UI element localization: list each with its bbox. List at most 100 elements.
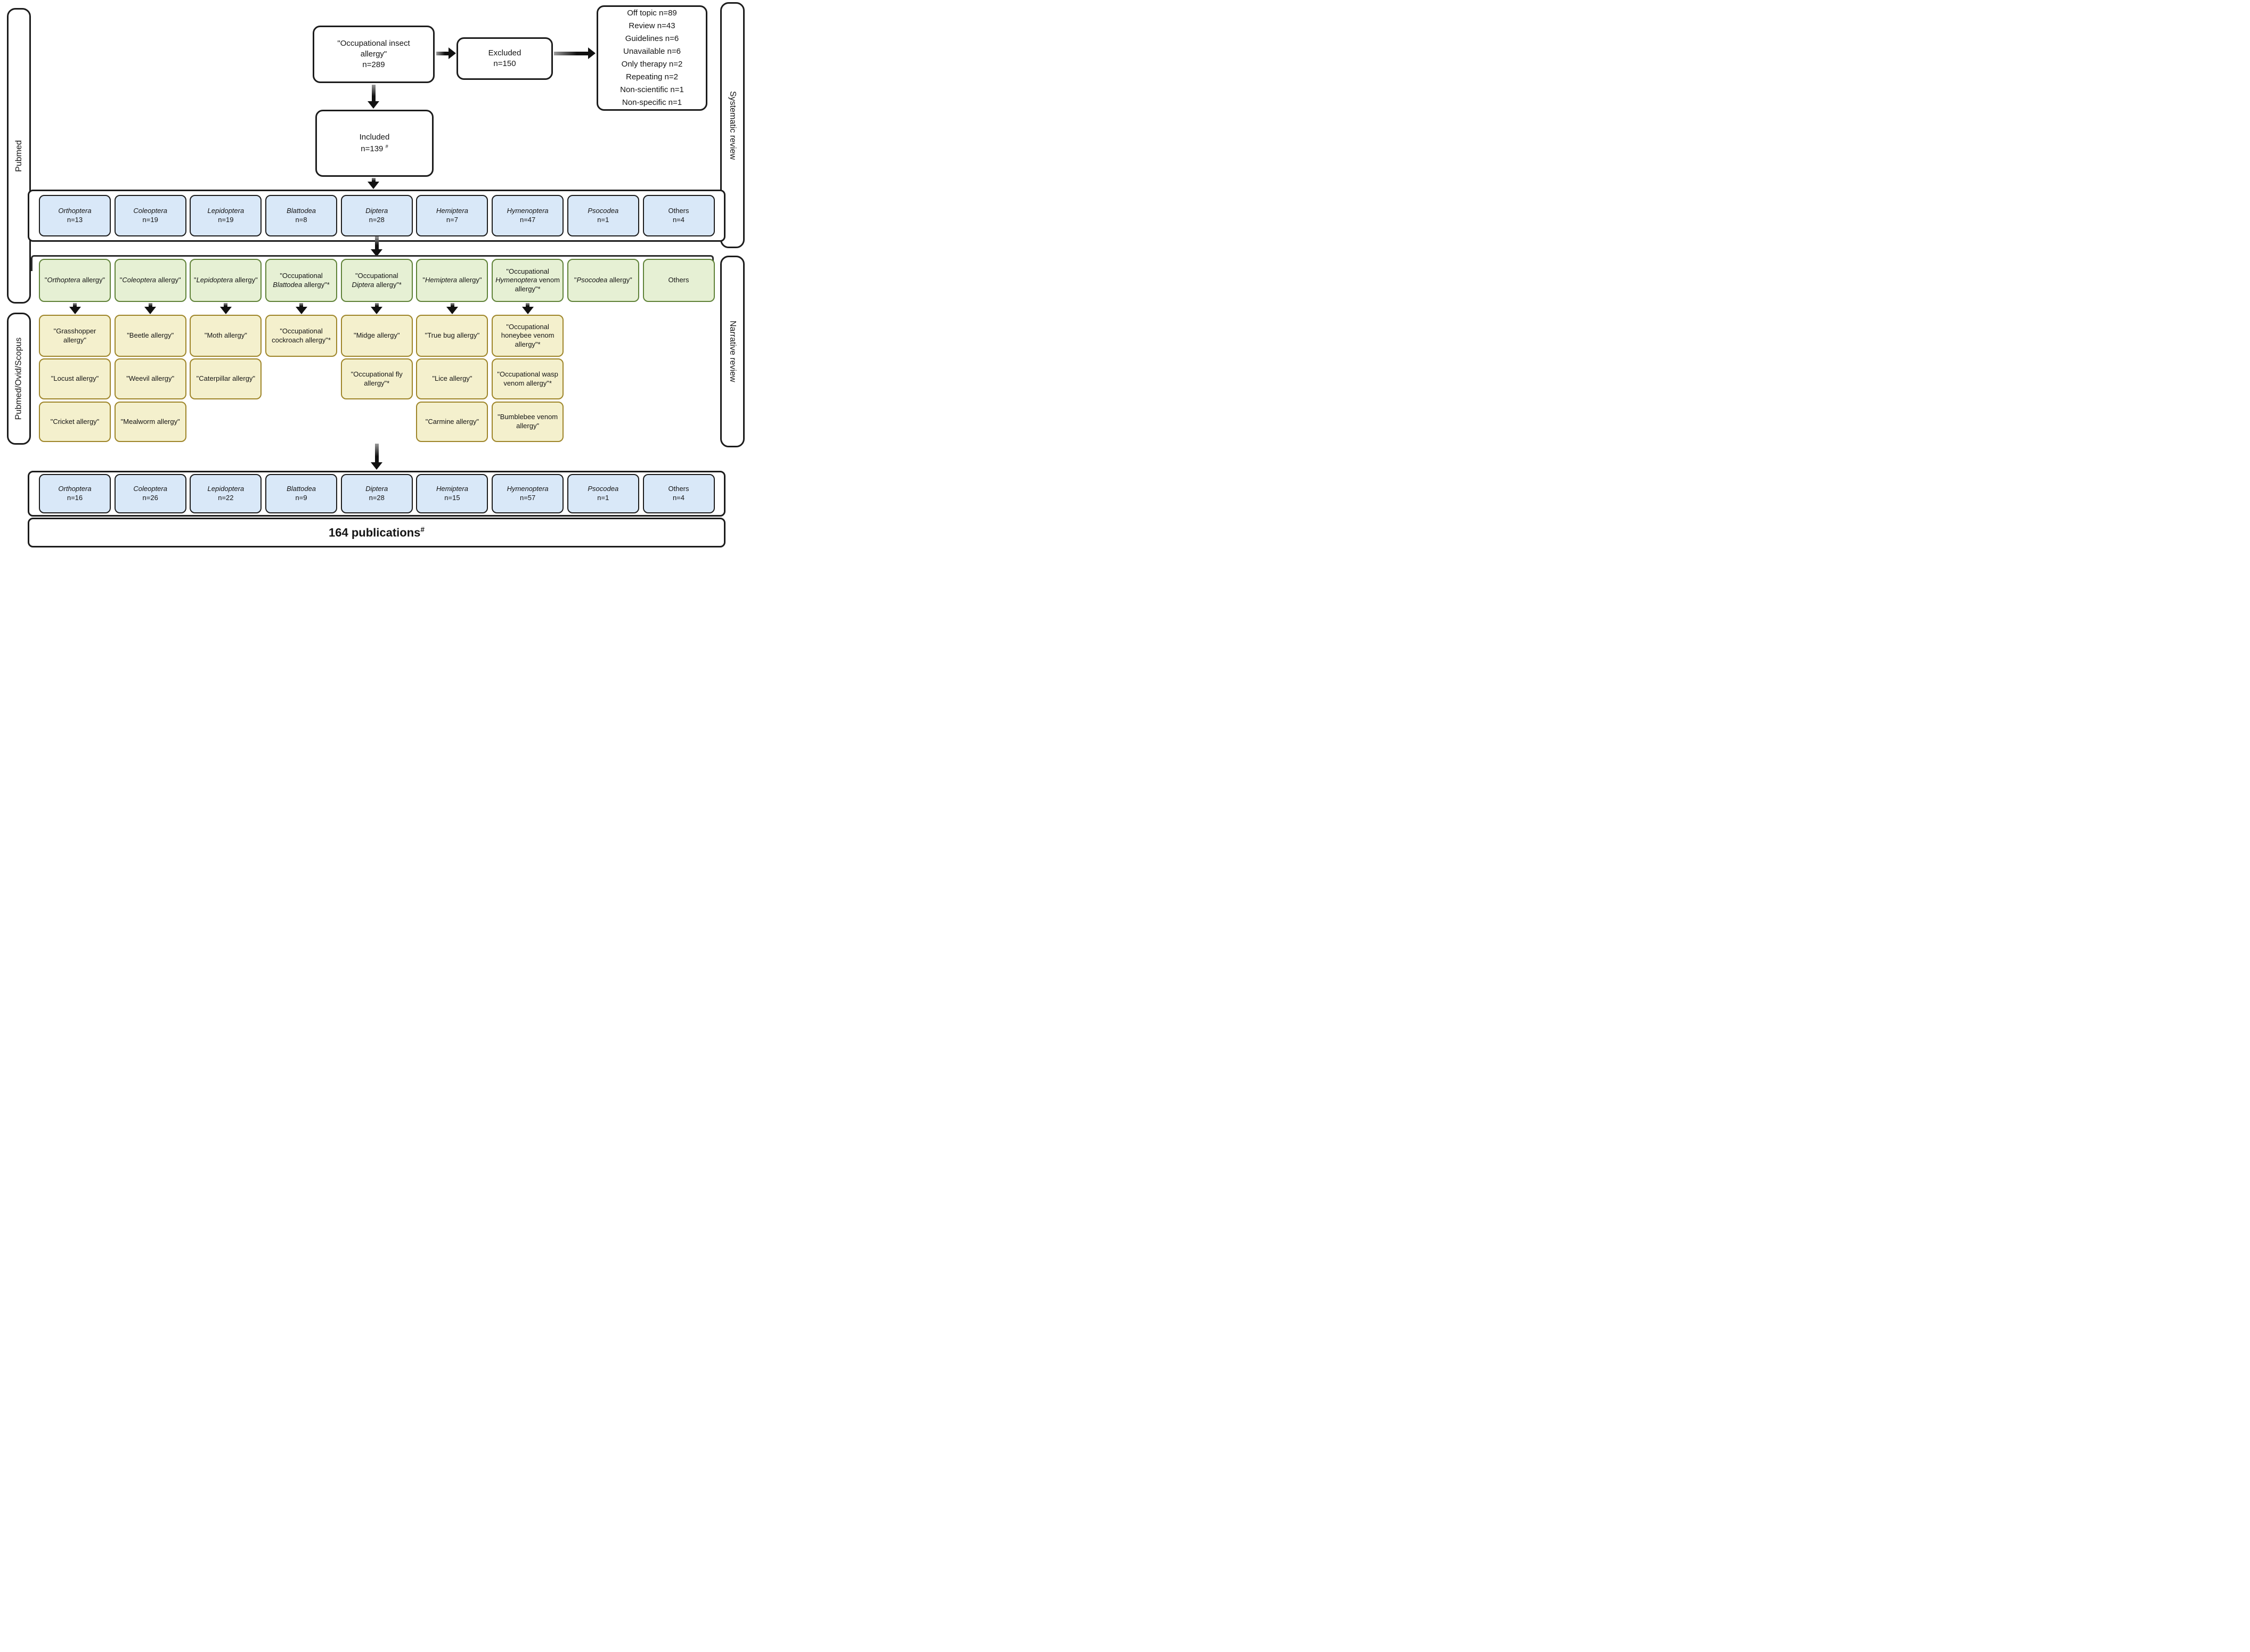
- side-label-narrative-review-text: Narrative review: [728, 321, 737, 382]
- exclusion-reason-line: Non-specific n=1: [622, 98, 682, 107]
- side-label-pubmed: Pubmed: [7, 8, 31, 304]
- exclusion-reason-line: Only therapy n=2: [621, 60, 683, 69]
- subterm-box: "Occupational honeybee venom allergy"*: [492, 315, 564, 357]
- subterm-box: "Locust allergy": [39, 358, 111, 399]
- arrow-term-to-subterm-hemiptera: [446, 303, 458, 314]
- total-publications-sup: #: [420, 525, 425, 534]
- subterms-row-1: "Grasshopper allergy""Beetle allergy""Mo…: [28, 315, 725, 357]
- subterms-row-2: "Locust allergy""Weevil allergy""Caterpi…: [28, 358, 725, 399]
- side-label-pubmed-ovid-scopus: Pubmed/Ovid/Scopus: [7, 313, 31, 445]
- subterm-box: "Midge allergy": [340, 315, 413, 357]
- search-count: n=289: [362, 60, 385, 70]
- included-box-text: Included n=139 #: [360, 132, 390, 154]
- exclusion-reason-line: Off topic n=89: [627, 9, 677, 18]
- included-count: n=139: [361, 144, 384, 153]
- subterm-box: "Grasshopper allergy": [39, 315, 111, 357]
- search-query: "Occupational insect allergy": [337, 38, 410, 59]
- excluded-title: Excluded: [488, 48, 521, 58]
- excluded-box-text: Excluded n=150: [488, 48, 521, 70]
- exclusion-reason-line: Review n=43: [629, 21, 675, 30]
- subterm-box: "Bumblebee venom allergy": [492, 402, 564, 442]
- exclusion-reason-line: Unavailable n=6: [623, 47, 681, 56]
- subterm-box: "Occupational wasp venom allergy"*: [492, 358, 564, 399]
- search-term-box: "Orthoptera allergy": [39, 259, 111, 302]
- subterm-box: "True bug allergy": [416, 315, 488, 357]
- total-publications-value: 164 publications: [329, 526, 421, 539]
- subterm-box: "Beetle allergy": [114, 315, 186, 357]
- empty-slot: [190, 402, 262, 442]
- search-term-box: Others: [642, 259, 715, 302]
- empty-slot: [265, 358, 337, 399]
- included-count-sup: #: [385, 143, 388, 149]
- search-term-box: "Occupational Blattodea allergy"*: [265, 259, 338, 302]
- subterm-box: "Occupational fly allergy"*: [340, 358, 413, 399]
- search-box-text: "Occupational insect allergy" n=289: [328, 38, 420, 71]
- arrow-term-to-subterm-coleoptera: [144, 303, 157, 314]
- excluded-box: Excluded n=150: [456, 37, 553, 80]
- side-label-narrative-review: Narrative review: [720, 256, 745, 447]
- subterms-row-3: "Cricket allergy""Mealworm allergy" "Carm…: [28, 402, 725, 442]
- subterm-box: "Moth allergy": [190, 315, 262, 357]
- excluded-count: n=150: [493, 59, 516, 68]
- subterm-box: "Cricket allergy": [39, 402, 111, 442]
- arrow-search-to-included: [368, 85, 379, 109]
- search-term-box: "Occupational Hymenoptera venom allergy"…: [492, 259, 564, 302]
- search-box: "Occupational insect allergy" n=289: [313, 26, 435, 83]
- side-label-pubmed-text: Pubmed: [14, 140, 23, 172]
- arrow-term-to-subterm-hymenoptera: [521, 303, 534, 314]
- subterm-box: "Caterpillar allergy": [190, 358, 262, 399]
- arrow-subterms-to-final: [371, 444, 382, 470]
- empty-slot: [265, 402, 337, 442]
- exclusion-reason-line: Non-scientific n=1: [620, 85, 684, 94]
- included-title: Included: [359, 133, 390, 142]
- subterm-box: "Mealworm allergy": [114, 402, 186, 442]
- search-term-box: "Psocodea allergy": [567, 259, 639, 302]
- empty-slot: [341, 402, 413, 442]
- arrow-term-to-subterm-blattodea: [295, 303, 307, 314]
- arrow-term-to-subterm-lepidoptera: [219, 303, 232, 314]
- included-box: Included n=139 #: [315, 110, 434, 177]
- arrow-excluded-to-reasons: [554, 47, 596, 59]
- exclusion-reason-line: Guidelines n=6: [625, 34, 679, 43]
- search-term-box: "Coleoptera allergy": [114, 259, 186, 302]
- subterm-box: "Lice allergy": [416, 358, 488, 399]
- subterm-box: "Carmine allergy": [416, 402, 488, 442]
- subterm-box: "Weevil allergy": [114, 358, 186, 399]
- search-terms-row: "Orthoptera allergy""Coleoptera allergy"…: [28, 259, 725, 302]
- side-label-systematic-review-text: Systematic review: [728, 91, 737, 160]
- arrow-taxa-to-search-terms: [371, 236, 382, 257]
- search-term-box: "Hemiptera allergy": [416, 259, 488, 302]
- search-term-box: "Occupational Diptera allergy"*: [340, 259, 413, 302]
- arrow-term-to-subterm-orthoptera: [69, 303, 81, 314]
- figure-canvas: Pubmed Pubmed/Ovid/Scopus Systematic rev…: [0, 0, 750, 551]
- total-publications-text: 164 publications#: [329, 526, 425, 539]
- side-label-pubmed-ovid-scopus-text: Pubmed/Ovid/Scopus: [14, 337, 23, 420]
- side-label-systematic-review: Systematic review: [720, 2, 745, 248]
- total-publications-box: 164 publications#: [28, 518, 725, 547]
- included-count-line: n=139 #: [360, 143, 390, 154]
- search-term-box: "Lepidoptera allergy": [190, 259, 262, 302]
- arrow-term-to-subterm-diptera: [371, 303, 383, 314]
- arrow-search-to-excluded: [436, 47, 456, 59]
- subterm-box: "Occupational cockroach allergy"*: [265, 315, 338, 357]
